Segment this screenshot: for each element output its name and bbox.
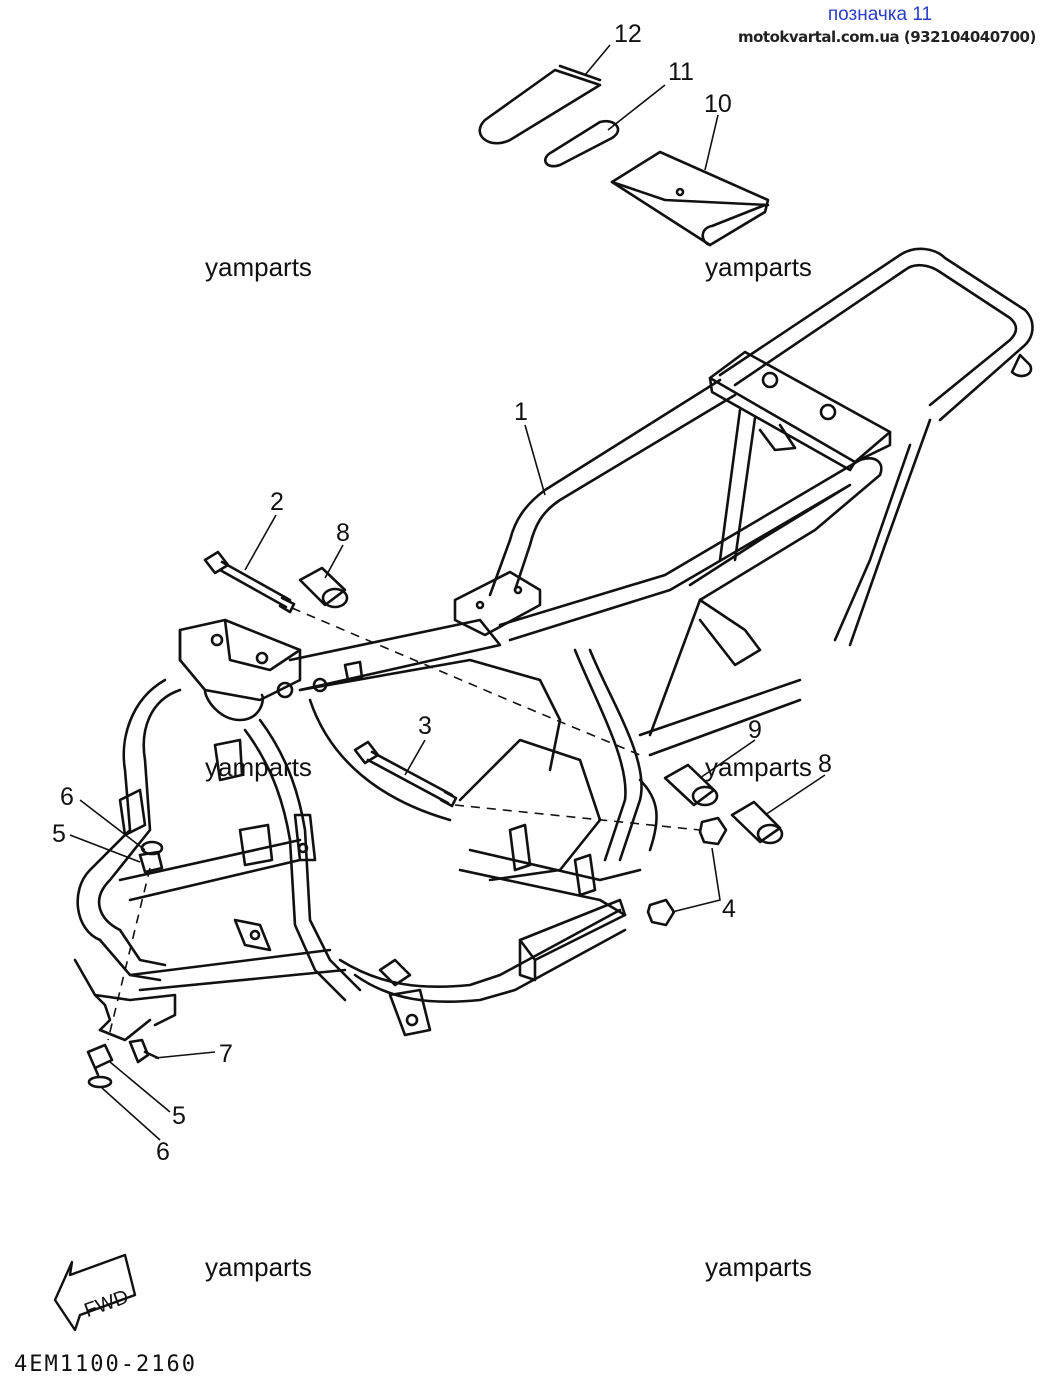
- part-11-pad: [544, 119, 620, 168]
- part-12-strap: [478, 64, 602, 145]
- fwd-arrow-icon: FWD: [53, 1253, 137, 1332]
- leader-8-lower: [764, 774, 826, 816]
- callout-7: 7: [219, 1040, 233, 1068]
- watermark: yamparts: [705, 252, 812, 282]
- leader-5-lower: [109, 1061, 171, 1113]
- header-title: позначка 11: [827, 4, 933, 25]
- part-10-tool-bag: [610, 150, 770, 247]
- watermark: yamparts: [205, 1252, 312, 1282]
- leader-11: [607, 84, 666, 131]
- leader-9: [699, 739, 756, 779]
- assembly-line-2: [291, 607, 641, 756]
- callout-5-lower: 5: [172, 1102, 186, 1130]
- part-4-nut: [646, 816, 728, 927]
- callout-11: 11: [668, 58, 694, 86]
- callout-5-upper: 5: [52, 820, 66, 848]
- leader-12: [584, 44, 611, 76]
- leader-7: [154, 1051, 216, 1059]
- watermark: yamparts: [205, 752, 312, 782]
- callout-8-lower: 8: [818, 750, 832, 778]
- callout-2: 2: [270, 488, 284, 516]
- assembly-line-3: [454, 804, 701, 831]
- watermark: yamparts: [705, 1252, 812, 1282]
- leader-10: [704, 114, 719, 171]
- callout-8-upper: 8: [336, 519, 350, 547]
- callout-6-upper: 6: [60, 783, 74, 811]
- part-1-frame: [73, 247, 1034, 1042]
- leader-1: [524, 424, 546, 496]
- assembly-line-5: [107, 867, 151, 1041]
- leader-8-upper: [324, 544, 344, 579]
- header-source: motokvartal.com.ua (932104040700): [738, 28, 1036, 46]
- part-5-nut-lower: [86, 1043, 114, 1077]
- part-9-collar: [663, 763, 719, 807]
- watermark: yamparts: [705, 752, 812, 782]
- leader-6-lower: [101, 1087, 161, 1141]
- leader-5-upper: [69, 834, 141, 863]
- part-8-collar-upper: [298, 566, 349, 609]
- part-2-bolt: [203, 550, 296, 614]
- part-7-bolt: [128, 1038, 160, 1064]
- leader-3: [404, 739, 426, 776]
- callout-9: 9: [748, 716, 762, 744]
- diagram-code: 4EM1100-2160: [14, 1352, 197, 1377]
- part-6-washer-lower: [87, 1075, 113, 1089]
- part-3-bolt: [353, 740, 458, 808]
- callout-12: 12: [614, 20, 642, 48]
- callout-10: 10: [704, 90, 732, 118]
- watermark: yamparts: [205, 252, 312, 282]
- fwd-label: FWD: [81, 1286, 131, 1322]
- callout-3: 3: [418, 712, 432, 740]
- leader-2: [244, 514, 277, 571]
- leader-4: [671, 847, 721, 913]
- leader-6-upper: [79, 799, 146, 851]
- part-8-collar-lower: [730, 800, 784, 845]
- callout-4: 4: [722, 895, 736, 923]
- callout-1: 1: [514, 398, 528, 426]
- callout-6-lower: 6: [156, 1138, 170, 1166]
